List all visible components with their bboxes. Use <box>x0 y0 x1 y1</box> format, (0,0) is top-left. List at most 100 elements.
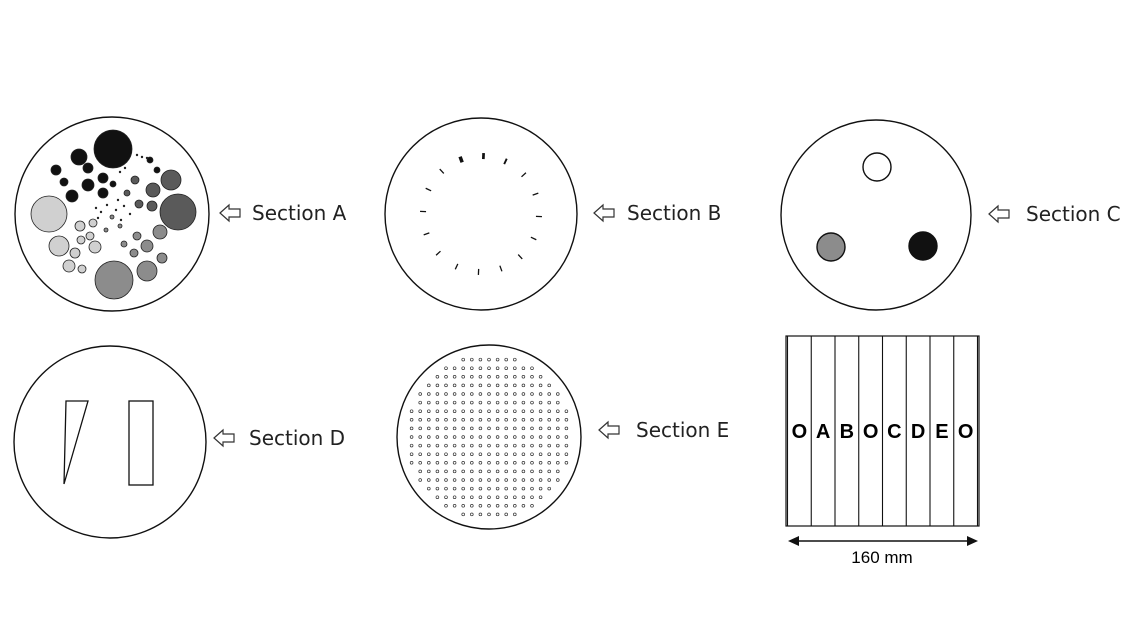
section-e-dot <box>470 418 474 422</box>
section-e-dot <box>495 409 500 413</box>
section-e-dot <box>452 495 457 499</box>
section-a-insert <box>134 199 144 209</box>
section-e-dot <box>504 357 508 362</box>
section-e-dot <box>427 383 431 388</box>
section-e-dot <box>547 418 551 422</box>
section-e-dot <box>495 426 500 431</box>
section-e-dot <box>513 486 517 491</box>
section-e-label: Section E <box>636 418 729 442</box>
section-e-dot <box>435 435 440 439</box>
section-a-insert <box>130 175 140 185</box>
section-a-insert <box>70 148 88 166</box>
section-a-insert <box>129 248 139 258</box>
section-e-dot <box>478 418 483 422</box>
section-e-dot <box>530 478 534 482</box>
section-c-label: Section C <box>1026 202 1121 226</box>
section-e-dot <box>470 392 474 396</box>
section-e-dot <box>435 392 440 396</box>
section-a-insert <box>74 220 86 232</box>
section-e-dot <box>495 461 500 465</box>
section-e-dot <box>547 452 551 456</box>
section-b-mark <box>423 232 430 236</box>
section-e-dot <box>487 392 491 396</box>
section-e-dot <box>564 452 569 456</box>
section-e-dot <box>427 469 431 474</box>
section-e-dot <box>504 443 508 448</box>
section-e-dot <box>530 486 534 491</box>
section-b-mark <box>530 236 537 241</box>
section-e-dot <box>427 443 431 448</box>
section-e-dot <box>538 435 543 439</box>
section-e-dot <box>495 392 500 396</box>
section-c-white-insert <box>862 152 892 182</box>
section-e-dot <box>470 409 474 413</box>
section-e-dot <box>521 486 526 491</box>
section-e-dot <box>470 400 474 405</box>
section-e-dot <box>435 409 440 413</box>
section-e-dot <box>452 375 457 379</box>
section-e-dot <box>495 478 500 482</box>
section-a-label: Section A <box>252 201 347 225</box>
section-e-dot <box>504 495 508 499</box>
section-e-dot <box>461 409 465 413</box>
section-e-dot <box>478 495 483 499</box>
section-e-dot <box>452 392 457 396</box>
section-e-dot <box>435 383 440 388</box>
section-e-dot <box>444 392 448 396</box>
section-e-dot <box>435 375 440 379</box>
dimension-label: 160 mm <box>851 548 912 567</box>
section-e-dot <box>504 383 508 388</box>
section-e-dot <box>521 478 526 482</box>
section-a-dot <box>122 204 126 208</box>
strip-slab-label: B <box>840 421 854 443</box>
section-e-dot <box>478 435 483 439</box>
section-e-dot <box>521 435 526 439</box>
section-e-dot <box>409 418 414 422</box>
section-e-dot <box>530 400 534 405</box>
section-e-dot <box>487 504 491 508</box>
section-e-dot <box>435 478 440 482</box>
section-e-dot <box>461 383 465 388</box>
section-e-dot <box>495 357 500 362</box>
section-e-dot <box>470 443 474 448</box>
section-e-dot <box>513 366 517 370</box>
section-a-insert <box>62 259 76 273</box>
section-e-dot <box>470 375 474 379</box>
section-a-insert <box>136 260 158 282</box>
section-e-dot <box>478 504 483 508</box>
section-e-dot <box>409 461 414 465</box>
section-a-dot <box>135 153 139 157</box>
section-e-dot <box>444 375 448 379</box>
section-e-dot <box>487 478 491 482</box>
section-a-arrow-icon <box>219 203 241 223</box>
section-e-dot <box>461 366 465 370</box>
section-e-dot <box>418 478 422 482</box>
section-c-disc <box>780 119 972 311</box>
section-e-dot <box>530 452 534 456</box>
section-e-dot <box>478 469 483 474</box>
section-a-insert <box>153 166 161 174</box>
section-e-dot <box>547 461 551 465</box>
section-e-dot <box>452 478 457 482</box>
section-a-dot <box>119 218 123 222</box>
section-a-insert <box>81 178 95 192</box>
section-e-dot <box>530 426 534 431</box>
section-e-dot <box>418 392 422 396</box>
section-e-dot <box>504 452 508 456</box>
section-e-dot <box>495 435 500 439</box>
section-b-mark <box>532 192 539 196</box>
section-e-dot <box>513 495 517 499</box>
section-e-dot <box>444 400 448 405</box>
section-e-dot <box>547 383 551 388</box>
section-e-dot <box>487 452 491 456</box>
section-e-dot <box>538 400 543 405</box>
section-a-insert <box>120 240 128 248</box>
section-e-dot <box>427 461 431 465</box>
section-a-insert <box>77 264 87 274</box>
section-e-dot <box>504 426 508 431</box>
section-e-dot <box>478 366 483 370</box>
section-e-dot <box>513 435 517 439</box>
section-a-insert <box>156 252 168 264</box>
section-e-arrow-icon <box>598 420 620 440</box>
section-e-dot <box>513 409 517 413</box>
